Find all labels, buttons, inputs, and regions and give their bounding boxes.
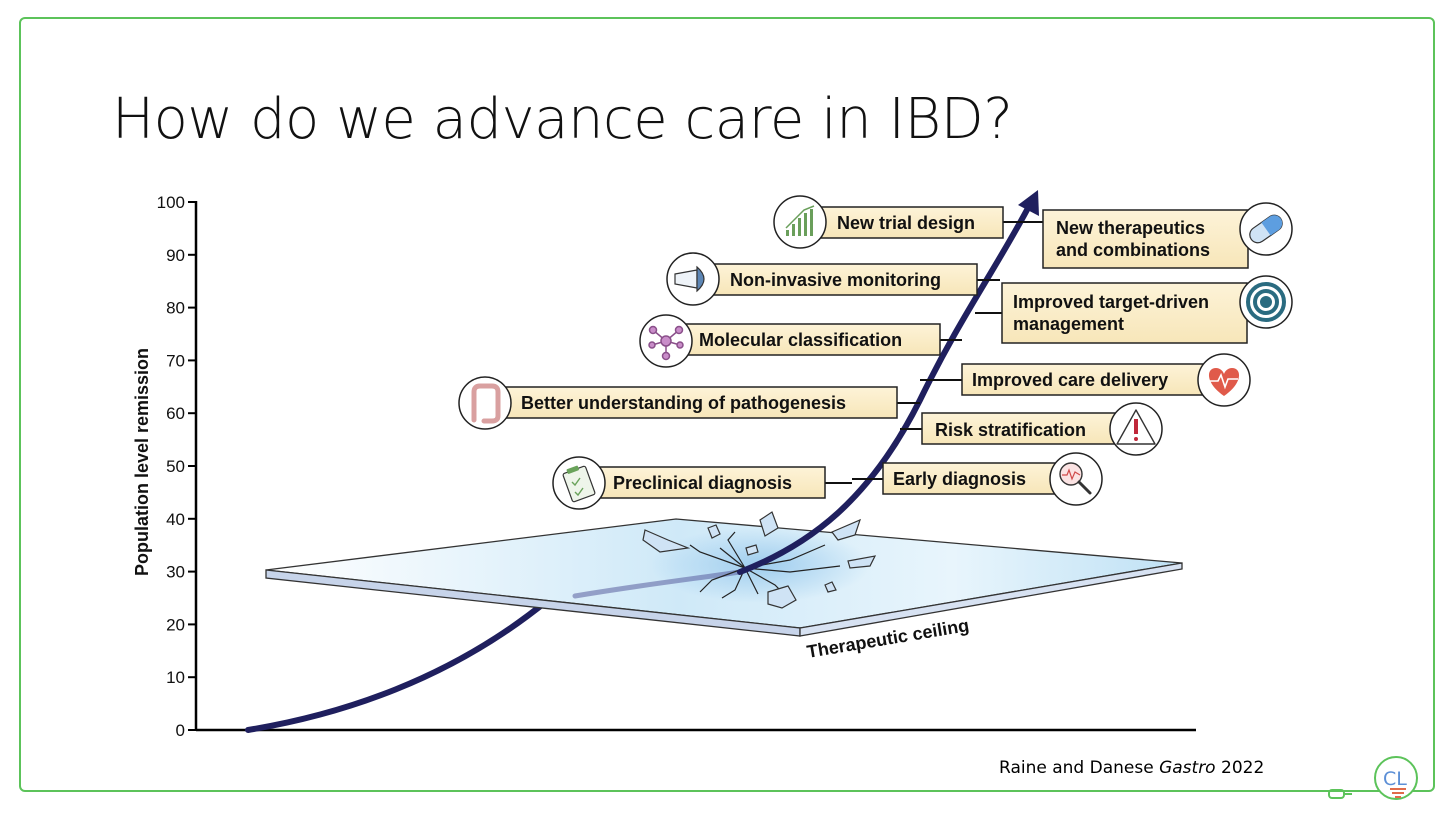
bar-chart-icon bbox=[785, 205, 815, 236]
y-tick-label: 90 bbox=[166, 246, 185, 265]
remission-curve-lower bbox=[245, 597, 551, 733]
colon-icon bbox=[471, 383, 501, 424]
y-tick-label: 100 bbox=[157, 193, 185, 212]
connector-lines bbox=[825, 221, 1043, 484]
left-label-2-text: Non-invasive monitoring bbox=[730, 270, 941, 290]
target-icon bbox=[1246, 282, 1286, 322]
molecule-icon bbox=[648, 325, 684, 361]
warning-icon bbox=[1116, 409, 1156, 445]
y-tick-label: 70 bbox=[166, 351, 185, 370]
right-label-2-line2: management bbox=[1013, 314, 1124, 334]
heart-icon bbox=[1208, 368, 1240, 396]
right-label-1: New therapeutics and combinations bbox=[1042, 202, 1293, 269]
left-label-3-text: Molecular classification bbox=[699, 330, 902, 350]
cl-logo-icon: CL bbox=[1328, 756, 1418, 800]
right-label-5-line1: Early diagnosis bbox=[893, 469, 1026, 489]
right-label-1-line2: and combinations bbox=[1056, 240, 1210, 260]
y-tick-label: 0 bbox=[176, 721, 185, 740]
svg-text:CL: CL bbox=[1383, 768, 1407, 790]
right-label-3-line1: Improved care delivery bbox=[972, 370, 1168, 390]
left-label-5: Preclinical diagnosis bbox=[552, 456, 826, 510]
left-label-4: Better understanding of pathogenesis bbox=[458, 376, 898, 430]
left-label-1: New trial design bbox=[773, 195, 1004, 249]
y-axis-label: Population level remission bbox=[132, 348, 152, 576]
y-tick-label: 20 bbox=[166, 615, 185, 634]
ultrasound-probe-icon bbox=[674, 265, 705, 293]
right-label-1-line1: New therapeutics bbox=[1056, 218, 1205, 238]
y-tick-label: 40 bbox=[166, 510, 185, 529]
magnifier-icon bbox=[1059, 462, 1092, 495]
therapeutic-ceiling-plane: Therapeutic ceiling bbox=[265, 511, 1183, 662]
curve-arrowhead bbox=[1018, 190, 1039, 216]
y-tick-label: 80 bbox=[166, 299, 185, 318]
capsule-icon bbox=[1249, 214, 1283, 244]
clipboard-icon bbox=[562, 465, 596, 503]
y-tick-label: 30 bbox=[166, 563, 185, 582]
y-tick-label: 10 bbox=[166, 668, 185, 687]
citation: Raine and Danese Gastro 2022 bbox=[999, 758, 1264, 778]
left-label-5-text: Preclinical diagnosis bbox=[613, 473, 792, 493]
citation-year: 2022 bbox=[1221, 758, 1265, 778]
y-axis: 0 10 20 30 40 50 60 70 80 90 100 Population level … bbox=[132, 193, 1196, 740]
citation-authors: Raine and Danese bbox=[999, 758, 1154, 778]
left-label-2: Non-invasive monitoring bbox=[666, 252, 978, 306]
y-tick-label: 50 bbox=[166, 457, 185, 476]
right-label-3: Improved care delivery bbox=[961, 353, 1251, 407]
glass-cracks bbox=[689, 531, 841, 601]
slide-frame bbox=[19, 17, 1435, 792]
right-label-2-line1: Improved target-driven bbox=[1013, 292, 1209, 312]
left-label-4-text: Better understanding of pathogenesis bbox=[521, 393, 846, 413]
y-axis-ticks: 0 10 20 30 40 50 60 70 80 90 100 bbox=[157, 193, 196, 740]
glass-shards bbox=[642, 511, 877, 609]
remission-curve-upper bbox=[737, 205, 1031, 575]
slide-title: How do we advance care in IBD? bbox=[112, 87, 1013, 152]
citation-journal: Gastro bbox=[1159, 758, 1216, 778]
left-label-1-text: New trial design bbox=[837, 213, 975, 233]
right-label-2: Improved target-driven management bbox=[1001, 275, 1293, 344]
y-tick-label: 60 bbox=[166, 404, 185, 423]
left-label-3: Molecular classification bbox=[639, 314, 941, 368]
right-label-5: Early diagnosis bbox=[882, 452, 1103, 506]
right-label-4: Risk stratification bbox=[921, 402, 1163, 456]
right-label-4-line1: Risk stratification bbox=[935, 420, 1086, 440]
